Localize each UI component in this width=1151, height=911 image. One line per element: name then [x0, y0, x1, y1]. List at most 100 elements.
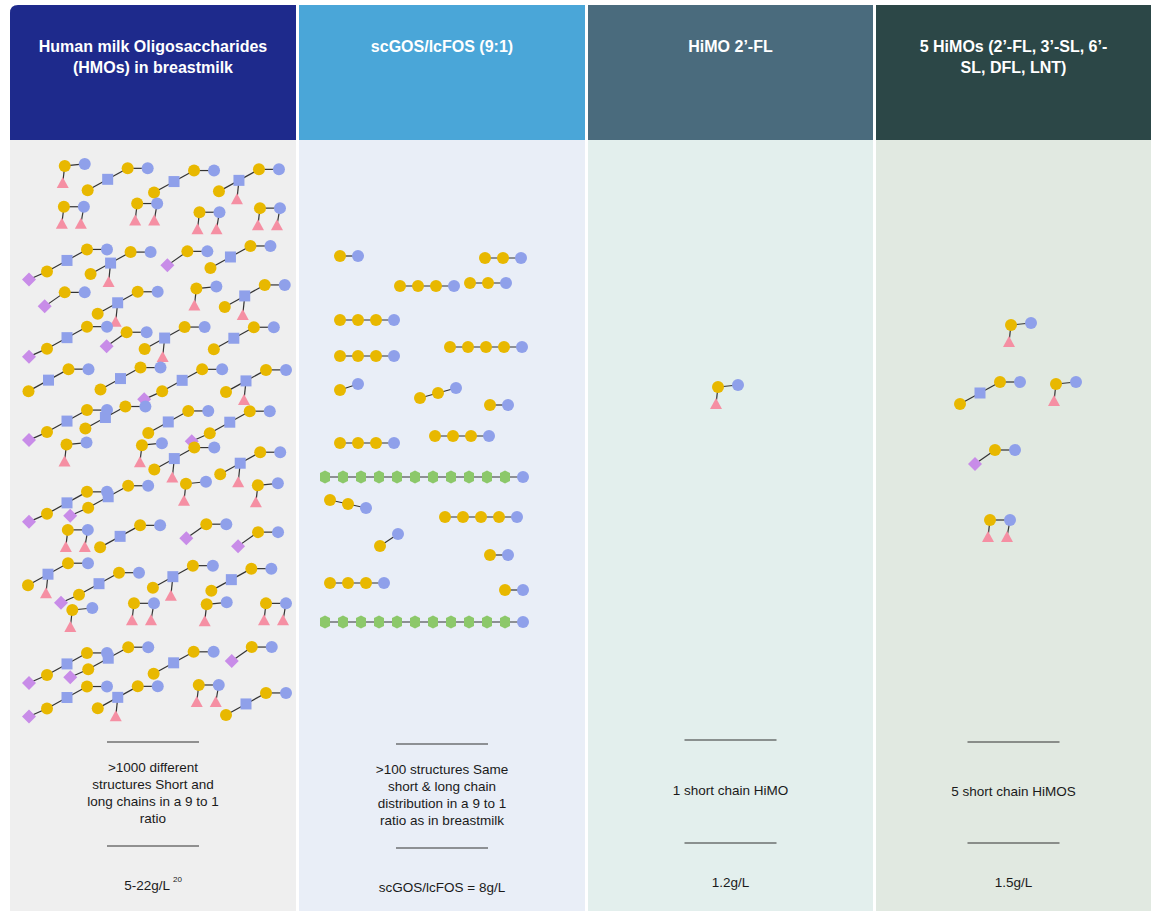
- sugar-unit: [168, 657, 179, 668]
- separator-line: [396, 743, 488, 744]
- sugar-unit: [334, 384, 346, 396]
- sugar-unit: [115, 531, 126, 542]
- sugar-unit: [277, 614, 289, 625]
- sugar-unit: [1003, 336, 1015, 347]
- sugar-unit: [62, 557, 74, 569]
- sugar-unit: [279, 279, 291, 291]
- sugar-unit: [145, 246, 157, 258]
- sugar-unit: [248, 321, 260, 333]
- sugar-unit: [210, 696, 222, 707]
- concentration: 1.2g/L: [712, 875, 750, 890]
- sugar-unit: [148, 464, 160, 476]
- column-header-bar: [876, 5, 1151, 140]
- glycan: [38, 286, 91, 313]
- sugar-unit: [338, 616, 348, 629]
- sugar-unit: [219, 301, 231, 313]
- sugar-unit: [169, 453, 180, 464]
- sugar-unit: [199, 615, 211, 626]
- sugar-unit: [450, 382, 462, 394]
- sugar-unit: [274, 446, 286, 458]
- sugar-unit: [62, 692, 73, 703]
- concentration: 5-22g/L: [124, 878, 170, 893]
- sugar-unit: [220, 709, 232, 721]
- description-area: >100 structures Same short & long chain …: [299, 748, 585, 844]
- sugar-unit: [129, 215, 141, 226]
- sugar-unit: [81, 404, 93, 416]
- concentration: scGOS/lcFOS = 8g/L: [379, 880, 505, 895]
- sugar-unit: [177, 375, 188, 386]
- sugar-unit: [142, 162, 154, 174]
- sugar-unit: [188, 165, 200, 177]
- sugar-unit: [182, 405, 194, 417]
- oligo-chain: [324, 577, 390, 589]
- sugar-unit: [201, 245, 213, 257]
- sugar-unit: [73, 589, 85, 601]
- sugar-unit: [208, 442, 220, 454]
- sugar-unit: [157, 351, 169, 362]
- glycan: [63, 480, 154, 523]
- column-header: HiMO 2’-FL: [588, 5, 873, 140]
- column-header: scGOS/lcFOS (9:1): [299, 5, 585, 140]
- column-title: scGOS/lcFOS (9:1): [371, 5, 513, 58]
- column-ground: [10, 140, 296, 911]
- sugar-unit: [272, 526, 284, 538]
- sugar-unit: [66, 604, 78, 616]
- sugar-unit: [260, 364, 272, 376]
- sugar-unit: [187, 560, 199, 572]
- sugar-unit: [122, 162, 134, 174]
- oligo-chain: [439, 511, 523, 523]
- sugar-unit: [115, 373, 126, 384]
- oligo-chain: [499, 584, 529, 596]
- sugar-unit: [160, 258, 174, 272]
- sugar-unit: [131, 198, 143, 210]
- sugar-unit: [439, 511, 451, 523]
- sugar-unit: [213, 185, 225, 197]
- amount-area: 1.2g/L: [588, 857, 873, 907]
- sugar-unit: [237, 309, 249, 320]
- glycan: [220, 364, 292, 405]
- glycosidic-bond: [325, 621, 523, 622]
- sugar-unit: [954, 398, 966, 410]
- oligo-chain: [334, 378, 364, 396]
- sugar-unit: [388, 437, 400, 449]
- sugar-unit: [208, 343, 220, 355]
- sugar-unit: [479, 252, 491, 264]
- sugar-unit: [154, 519, 166, 531]
- sugar-unit: [446, 616, 456, 629]
- sugar-unit: [148, 597, 160, 609]
- sugar-unit: [410, 471, 420, 484]
- glycan: [954, 376, 1026, 410]
- sugar-unit: [412, 280, 424, 292]
- sugar-unit: [201, 598, 213, 610]
- sugar-unit: [356, 616, 366, 629]
- sugar-unit: [179, 321, 191, 333]
- sugar-unit: [448, 280, 460, 292]
- sugar-unit: [75, 218, 87, 229]
- oligo-chain: [320, 616, 529, 629]
- sugar-unit: [502, 399, 514, 411]
- sugar-unit: [22, 350, 36, 364]
- sugar-unit: [244, 240, 256, 252]
- sugar-unit: [334, 250, 346, 262]
- reference-number: 20: [173, 875, 182, 884]
- glycan: [178, 476, 212, 506]
- glycan: [710, 379, 744, 409]
- glycan: [95, 362, 167, 396]
- sugar-unit: [82, 502, 94, 514]
- sugar-unit: [41, 669, 53, 681]
- sugar-unit: [167, 571, 178, 582]
- oligo-chain: [394, 280, 460, 292]
- glycan: [213, 163, 285, 204]
- sugar-unit: [388, 314, 400, 326]
- sugar-unit: [141, 326, 153, 338]
- sugar-unit: [100, 412, 111, 423]
- sugar-unit: [147, 582, 159, 594]
- glycan: [54, 567, 145, 610]
- sugar-unit: [253, 163, 265, 175]
- sugar-unit: [511, 511, 523, 523]
- sugar-unit: [245, 563, 257, 575]
- sugar-unit: [1048, 395, 1060, 406]
- sugar-unit: [125, 246, 137, 258]
- sugar-unit: [464, 277, 476, 289]
- sugar-unit: [271, 219, 283, 230]
